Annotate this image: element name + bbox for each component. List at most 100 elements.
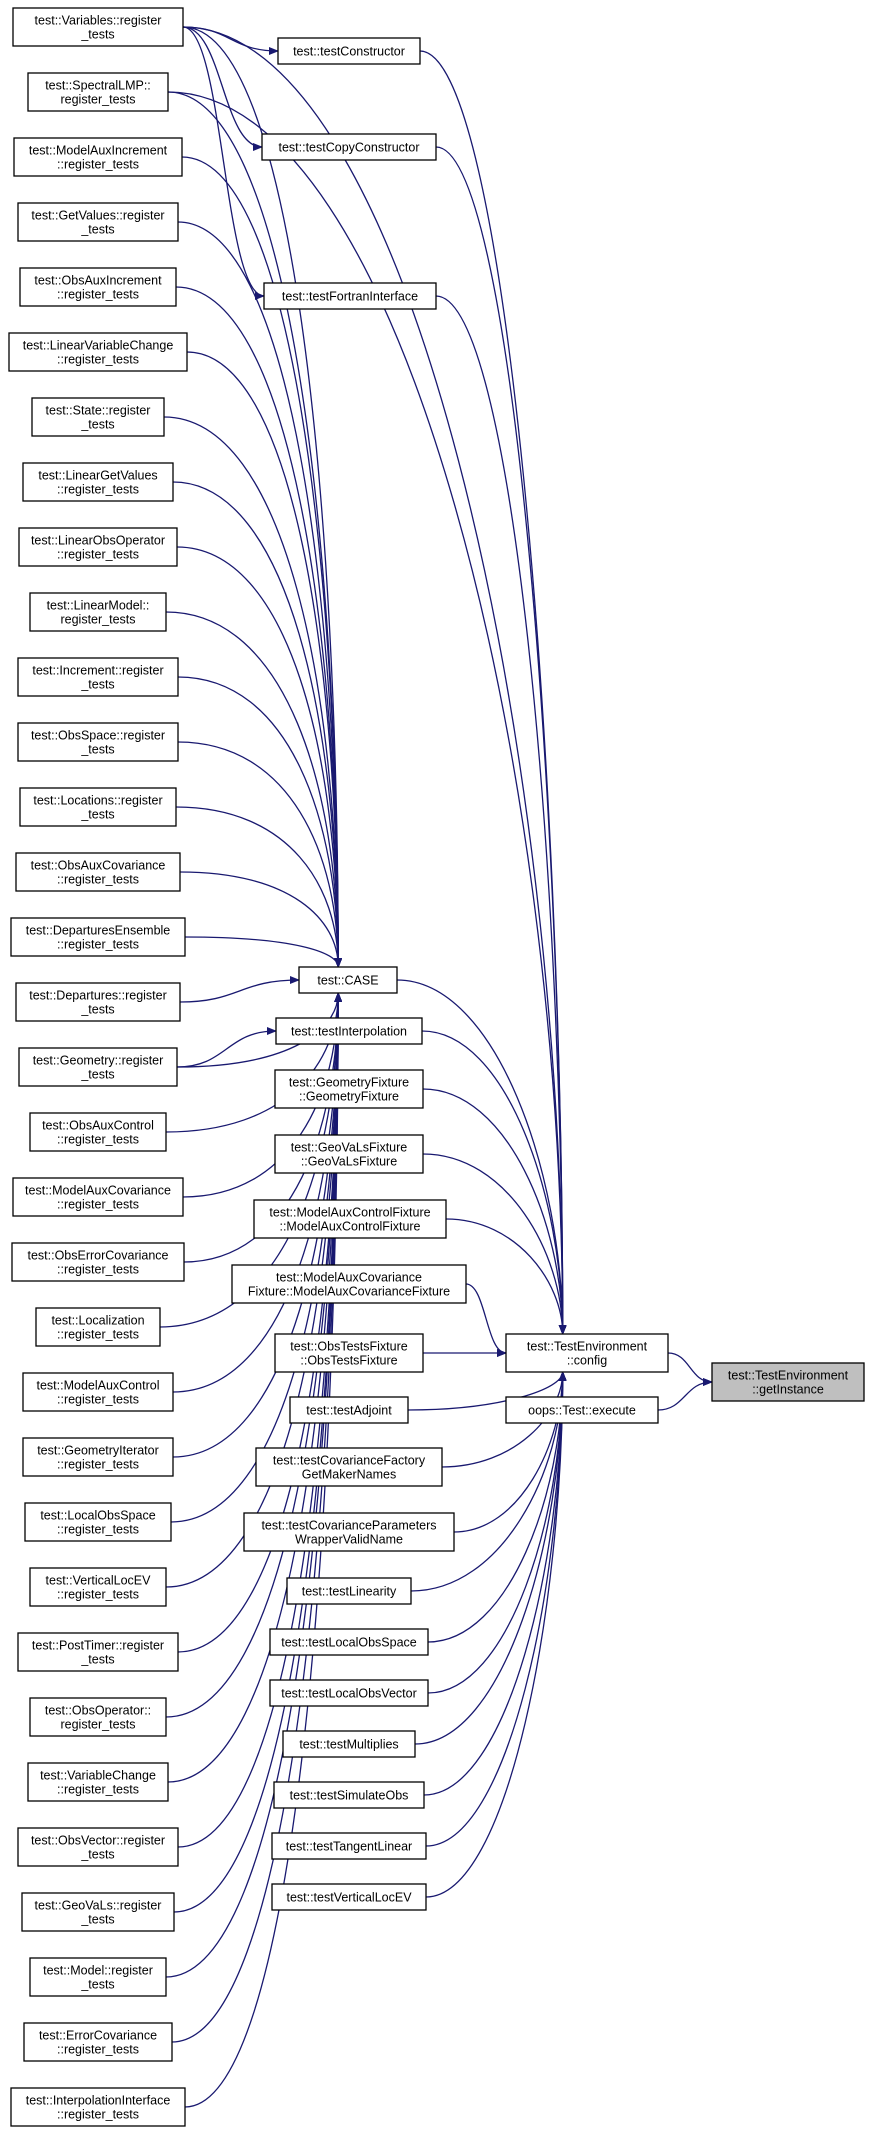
node-label: test::testCovarianceParameters	[261, 1519, 436, 1533]
node-box	[24, 1502, 172, 1542]
node-box	[711, 1362, 865, 1402]
node-label: test::Variables::register	[35, 14, 162, 28]
node-obs-space[interactable]: test::ObsSpace::register_tests	[17, 722, 179, 762]
node-label: test::LinearObsOperator	[31, 534, 165, 548]
node-test-simulate-obs[interactable]: test::testSimulateObs	[273, 1781, 425, 1809]
node-box	[274, 1134, 424, 1174]
node-model-aux-control[interactable]: test::ModelAuxControl::register_tests	[22, 1372, 174, 1412]
node-vertical-loc-ev[interactable]: test::VerticalLocEV::register_tests	[29, 1567, 167, 1607]
node-label: register_tests	[60, 613, 135, 627]
node-linear-get-values[interactable]: test::LinearGetValues::register_tests	[22, 462, 174, 502]
node-obs-aux-control[interactable]: test::ObsAuxControl::register_tests	[29, 1112, 167, 1152]
node-box	[273, 1781, 425, 1809]
node-label: test::ObsTestsFixture	[290, 1340, 407, 1354]
node-box	[10, 917, 186, 957]
node-variable-change[interactable]: test::VariableChange::register_tests	[27, 1762, 169, 1802]
node-get-values[interactable]: test::GetValues::register_tests	[17, 202, 179, 242]
node-test-fortran-interface[interactable]: test::testFortranInterface	[263, 282, 437, 310]
node-label: ::GeometryFixture	[299, 1090, 399, 1104]
node-post-timer[interactable]: test::PostTimer::register_tests	[17, 1632, 179, 1672]
node-test-constructor[interactable]: test::testConstructor	[277, 37, 421, 65]
node-label: test::testCopyConstructor	[278, 141, 419, 155]
node-label: oops::Test::execute	[528, 1404, 636, 1418]
node-label: GetMakerNames	[302, 1468, 396, 1482]
node-label: test::ObsOperator::	[45, 1704, 151, 1718]
node-config[interactable]: test::TestEnvironment::config	[505, 1333, 669, 1373]
node-local-obs-space[interactable]: test::LocalObsSpace::register_tests	[24, 1502, 172, 1542]
node-interpolation-interface[interactable]: test::InterpolationInterface::register_t…	[10, 2087, 186, 2127]
node-localization[interactable]: test::Localization::register_tests	[35, 1307, 161, 1347]
node-geometry-iterator[interactable]: test::GeometryIterator::register_tests	[22, 1437, 174, 1477]
node-label: test::LinearVariableChange	[23, 339, 174, 353]
node-test-interpolation[interactable]: test::testInterpolation	[275, 1017, 423, 1045]
node-test-vertical-loc-ev[interactable]: test::testVerticalLocEV	[271, 1883, 427, 1911]
node-linear-model[interactable]: test::LinearModel::register_tests	[29, 592, 167, 632]
node-box	[29, 1697, 167, 1737]
node-model-aux-increment[interactable]: test::ModelAuxIncrement::register_tests	[13, 137, 183, 177]
node-geo-va-ls-fixture[interactable]: test::GeoVaLsFixture::GeoVaLsFixture	[274, 1134, 424, 1174]
node-locations[interactable]: test::Locations::register_tests	[19, 787, 177, 827]
node-box	[282, 1730, 416, 1758]
node-state[interactable]: test::State::register_tests	[31, 397, 165, 437]
edge-model-aux-control-to-case	[172, 992, 343, 1393]
node-geo-va-ls[interactable]: test::GeoVaLs::register_tests	[21, 1892, 175, 1932]
node-label: ::getInstance	[752, 1383, 824, 1397]
node-label: test::VariableChange	[40, 1769, 156, 1783]
node-linear-variable-change[interactable]: test::LinearVariableChange::register_tes…	[8, 332, 188, 372]
node-model-aux-control-fixture[interactable]: test::ModelAuxControlFixture::ModelAuxCo…	[253, 1199, 447, 1239]
node-obs-tests-fixture[interactable]: test::ObsTestsFixture::ObsTestsFixture	[274, 1333, 424, 1373]
node-get-instance[interactable]: test::TestEnvironment::getInstance	[711, 1362, 865, 1402]
node-obs-vector[interactable]: test::ObsVector::register_tests	[17, 1827, 179, 1867]
node-test-multiplies[interactable]: test::testMultiplies	[282, 1730, 416, 1758]
node-spectral-lmp[interactable]: test::SpectralLMP::register_tests	[27, 72, 169, 112]
node-test-tangent-linear[interactable]: test::testTangentLinear	[271, 1832, 427, 1860]
node-case[interactable]: test::CASE	[298, 966, 398, 994]
node-obs-operator[interactable]: test::ObsOperator::register_tests	[29, 1697, 167, 1737]
node-box	[18, 527, 178, 567]
node-geometry-fixture[interactable]: test::GeometryFixture::GeometryFixture	[274, 1069, 424, 1109]
node-test-covariance-parameters-wrapper-valid-name[interactable]: test::testCovarianceParametersWrapperVal…	[243, 1512, 455, 1552]
node-label: test::Localization	[51, 1314, 144, 1328]
node-model-aux-covariance-fixture[interactable]: test::ModelAuxCovarianceFixture::ModelAu…	[231, 1264, 467, 1304]
edge-model-aux-control-fixture-to-config	[445, 1218, 567, 1335]
node-label: test::PostTimer::register	[32, 1639, 164, 1653]
node-execute[interactable]: oops::Test::execute	[505, 1396, 659, 1424]
node-departures-ensemble[interactable]: test::DeparturesEnsemble::register_tests	[10, 917, 186, 957]
node-label: test::testLinearity	[302, 1585, 397, 1599]
node-box	[10, 2087, 186, 2127]
node-test-local-obs-space[interactable]: test::testLocalObsSpace	[269, 1628, 429, 1656]
node-label: test::VerticalLocEV	[46, 1574, 152, 1588]
node-obs-aux-covariance[interactable]: test::ObsAuxCovariance::register_tests	[15, 852, 181, 892]
node-model-aux-covariance[interactable]: test::ModelAuxCovariance::register_tests	[12, 1177, 184, 1217]
node-increment[interactable]: test::Increment::register_tests	[17, 657, 179, 697]
node-label: test::Locations::register	[33, 794, 162, 808]
node-label: test::ObsVector::register	[31, 1834, 165, 1848]
node-geometry[interactable]: test::Geometry::register_tests	[18, 1047, 178, 1087]
node-box	[29, 1567, 167, 1607]
node-box	[261, 133, 437, 161]
node-obs-error-covariance[interactable]: test::ObsErrorCovariance::register_tests	[11, 1242, 185, 1282]
node-model[interactable]: test::Model::register_tests	[29, 1957, 167, 1997]
edge-geometry-fixture-to-config	[422, 1088, 567, 1335]
edge-geo-va-ls-fixture-to-config	[422, 1153, 567, 1335]
node-box	[29, 1112, 167, 1152]
edge-variables-to-config	[182, 26, 567, 1335]
node-linear-obs-operator[interactable]: test::LinearObsOperator::register_tests	[18, 527, 178, 567]
node-box	[29, 1957, 167, 1997]
edge-test-copy-constructor-to-config	[435, 146, 567, 1335]
node-test-copy-constructor[interactable]: test::testCopyConstructor	[261, 133, 437, 161]
node-label: _tests	[80, 1913, 114, 1927]
node-error-covariance[interactable]: test::ErrorCovariance::register_tests	[23, 2022, 173, 2062]
edge-variable-change-to-case	[167, 992, 343, 1783]
edge-variables-to-test-fortran-interface	[182, 26, 265, 300]
node-test-linearity[interactable]: test::testLinearity	[286, 1577, 412, 1605]
node-box	[275, 1017, 423, 1045]
node-test-adjoint[interactable]: test::testAdjoint	[289, 1396, 409, 1424]
node-departures[interactable]: test::Departures::register_tests	[15, 982, 181, 1022]
node-obs-aux-increment[interactable]: test::ObsAuxIncrement::register_tests	[19, 267, 177, 307]
node-label: test::ModelAuxControl	[37, 1379, 160, 1393]
node-test-local-obs-vector[interactable]: test::testLocalObsVector	[269, 1679, 429, 1707]
node-label: test::GeoVaLs::register	[35, 1899, 162, 1913]
node-variables[interactable]: test::Variables::register_tests	[12, 7, 184, 47]
